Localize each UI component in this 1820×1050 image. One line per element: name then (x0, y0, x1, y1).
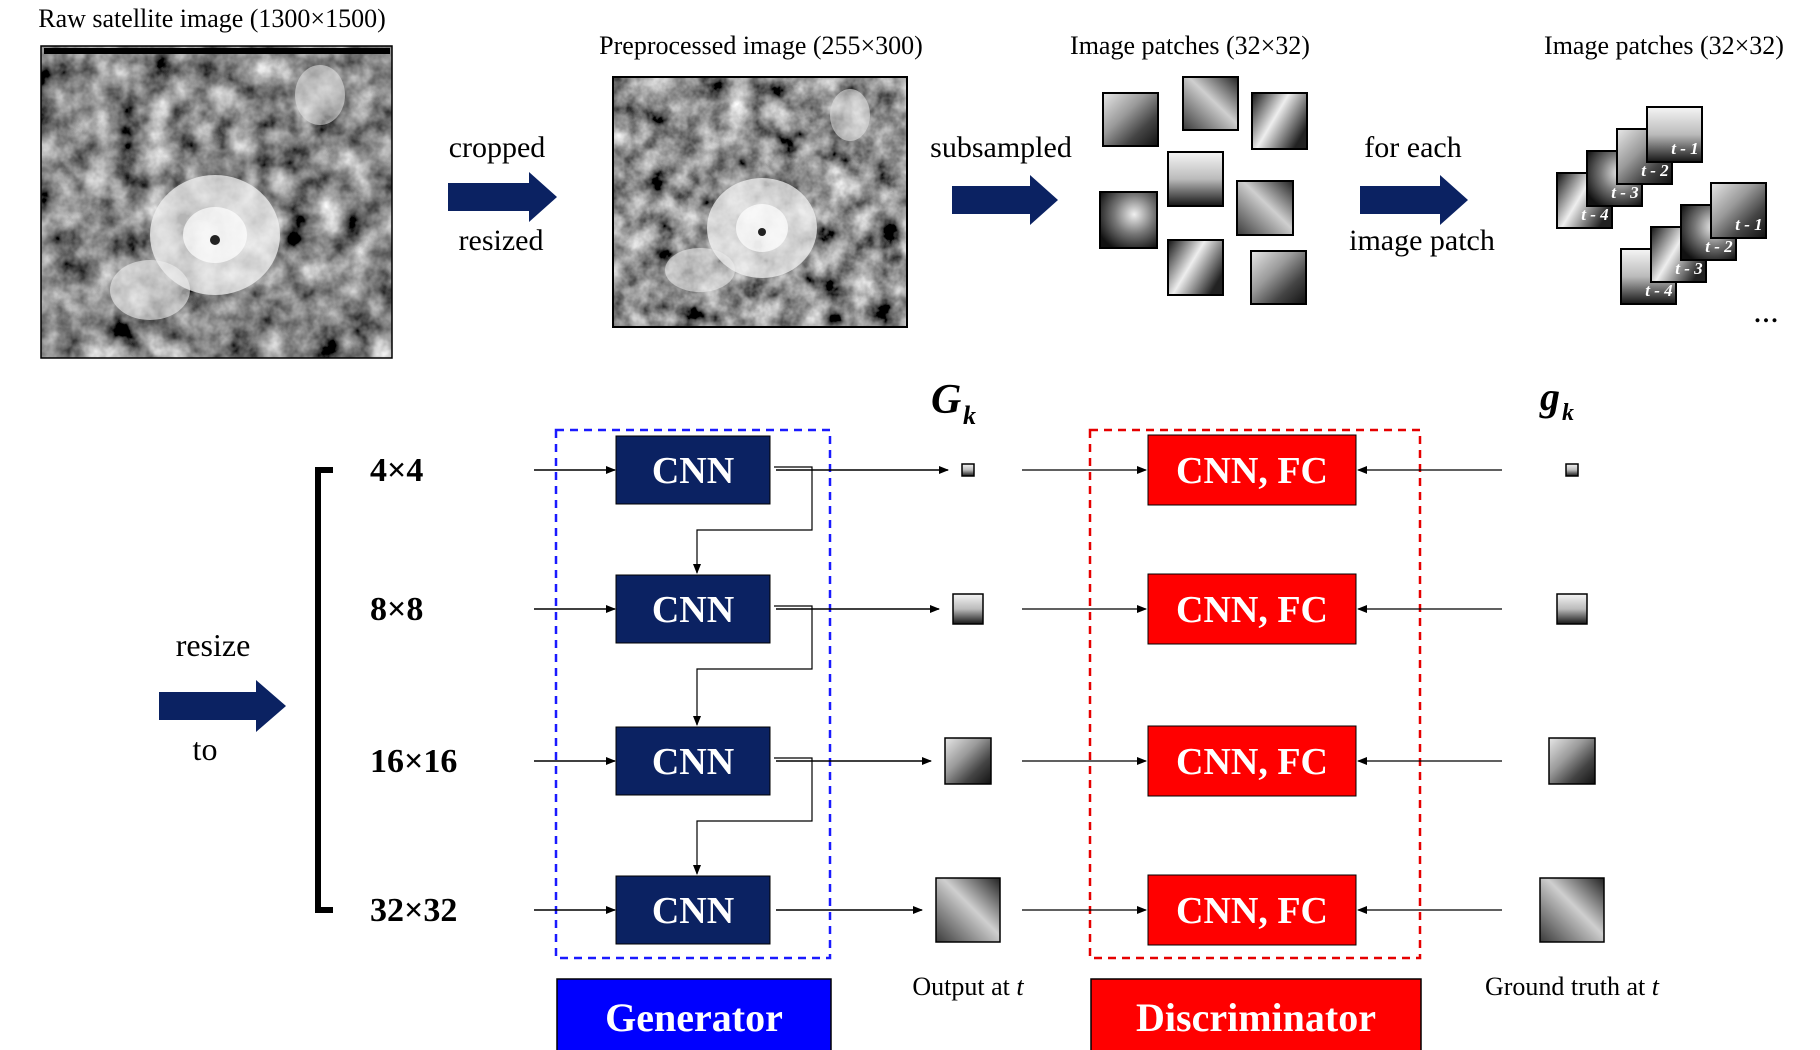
discriminator-region (1088, 428, 1422, 960)
time-step-label: t - 3 (1611, 183, 1639, 202)
pyramid-row: CNN CNN, FC (534, 573, 1588, 726)
sequence-patch (1646, 106, 1703, 163)
image-patch-label: image patch (1349, 224, 1495, 257)
resize-label: resize (176, 627, 251, 663)
time-step-label: t - 3 (1675, 259, 1703, 278)
time-step-label: t - 1 (1671, 139, 1698, 158)
discriminator-block (1147, 573, 1357, 645)
scale-bracket (315, 467, 333, 913)
discriminator-label-box: Discriminator (1090, 978, 1422, 1050)
preprocessed-image (612, 76, 908, 328)
image-patch (1251, 92, 1308, 150)
generator-cnn-block (615, 435, 771, 505)
discriminator-block (1147, 874, 1357, 946)
discriminator-label: CNN, FC (1176, 589, 1328, 631)
discriminator-block (1147, 725, 1357, 797)
pyramid-row: CNN CNN, FC (534, 434, 1579, 574)
patch-sequence-stacks: t - 4t - 3t - 2t - 1t - 4t - 3t - 2t - 1 (1556, 106, 1767, 305)
image-patches-caption: Image patches (32×32) (1070, 31, 1310, 60)
for-each-label: for each (1364, 131, 1461, 164)
output-caption: Output at t (912, 972, 1024, 1001)
preprocessed-image-caption: Preprocessed image (255×300) (599, 31, 923, 60)
pyramid-row: CNN CNN, FC (534, 725, 1596, 875)
image-patch (1250, 250, 1307, 305)
generator-cnn-label: CNN (652, 741, 734, 783)
sequence-patch (1710, 182, 1767, 239)
image-patch-grid (1099, 76, 1308, 305)
patch-stack: t - 4t - 3t - 2t - 1 (1620, 182, 1767, 305)
image-patch (1236, 180, 1294, 236)
generated-patch (935, 877, 1001, 943)
image-patch (1182, 76, 1239, 131)
subsampled-label: subsampled (930, 131, 1072, 164)
image-patch (1099, 191, 1158, 249)
ground-truth-patch (1565, 463, 1579, 477)
generator-cnn-label: CNN (652, 589, 734, 631)
discriminator-label: CNN, FC (1176, 890, 1328, 932)
arrow-for-each-patch: for each image patch (1349, 131, 1495, 257)
generated-patch (944, 737, 992, 785)
svg-text:k: k (963, 401, 976, 430)
time-step-label: t - 1 (1735, 215, 1762, 234)
ground-truth-caption: Ground truth at t (1485, 972, 1660, 1001)
generated-patch (952, 593, 984, 625)
g-k-heading: g k (1539, 374, 1574, 426)
arrow-subsampled: subsampled (930, 131, 1072, 225)
time-step-label: t - 4 (1581, 205, 1608, 224)
upsample-connector (693, 605, 813, 726)
svg-text:k: k (1562, 400, 1574, 426)
pyramid-rows: CNN CNN, FC CNN CNN, FC CNN CNN, FC CNN CNN, FC (534, 434, 1605, 946)
image-patch (1167, 239, 1224, 296)
scale-label: 16×16 (370, 743, 457, 780)
G-k-heading: G k (931, 377, 976, 430)
scale-label: 8×8 (370, 591, 423, 628)
patch-stack: t - 4t - 3t - 2t - 1 (1556, 106, 1703, 229)
pyramid-row: CNN CNN, FC (534, 874, 1605, 946)
generator-label-box: Generator (556, 978, 832, 1050)
svg-text:G: G (931, 377, 961, 423)
resized-label: resized (459, 224, 544, 257)
to-label: to (193, 731, 218, 767)
scale-label: 4×4 (370, 452, 423, 489)
generated-patch (961, 463, 975, 477)
generator-cnn-block (615, 726, 771, 796)
svg-text:Discriminator: Discriminator (1136, 995, 1376, 1040)
raw-satellite-image (40, 45, 393, 359)
raw-image-caption: Raw satellite image (1300×1500) (38, 4, 386, 33)
scale-label: 32×32 (370, 892, 457, 929)
generator-cnn-label: CNN (652, 450, 734, 492)
discriminator-block (1147, 434, 1357, 506)
resize-arrow (159, 680, 286, 732)
image-patch (1102, 92, 1159, 147)
arrow-cropped-resized: cropped resized (448, 131, 557, 257)
time-step-label: t - 2 (1705, 237, 1733, 256)
ground-truth-patch (1548, 737, 1596, 785)
time-step-label: t - 4 (1645, 281, 1672, 300)
discriminator-label: CNN, FC (1176, 450, 1328, 492)
ellipsis: ... (1753, 293, 1779, 330)
cropped-label: cropped (449, 131, 546, 164)
time-step-label: t - 2 (1641, 161, 1669, 180)
patch-sequence-caption: Image patches (32×32) (1544, 31, 1784, 60)
svg-text:g: g (1539, 374, 1560, 419)
image-patch (1167, 151, 1224, 207)
discriminator-label: CNN, FC (1176, 741, 1328, 783)
ground-truth-patch (1556, 593, 1588, 625)
svg-text:Generator: Generator (605, 995, 783, 1040)
upsample-connector (693, 466, 813, 574)
ground-truth-patch (1539, 877, 1605, 943)
generator-cnn-block (615, 574, 771, 644)
generator-region (554, 428, 832, 960)
scale-labels: 4×4 8×8 16×16 32×32 (370, 452, 457, 929)
generator-cnn-label: CNN (652, 890, 734, 932)
generator-cnn-block (615, 875, 771, 945)
upsample-connector (693, 757, 813, 875)
